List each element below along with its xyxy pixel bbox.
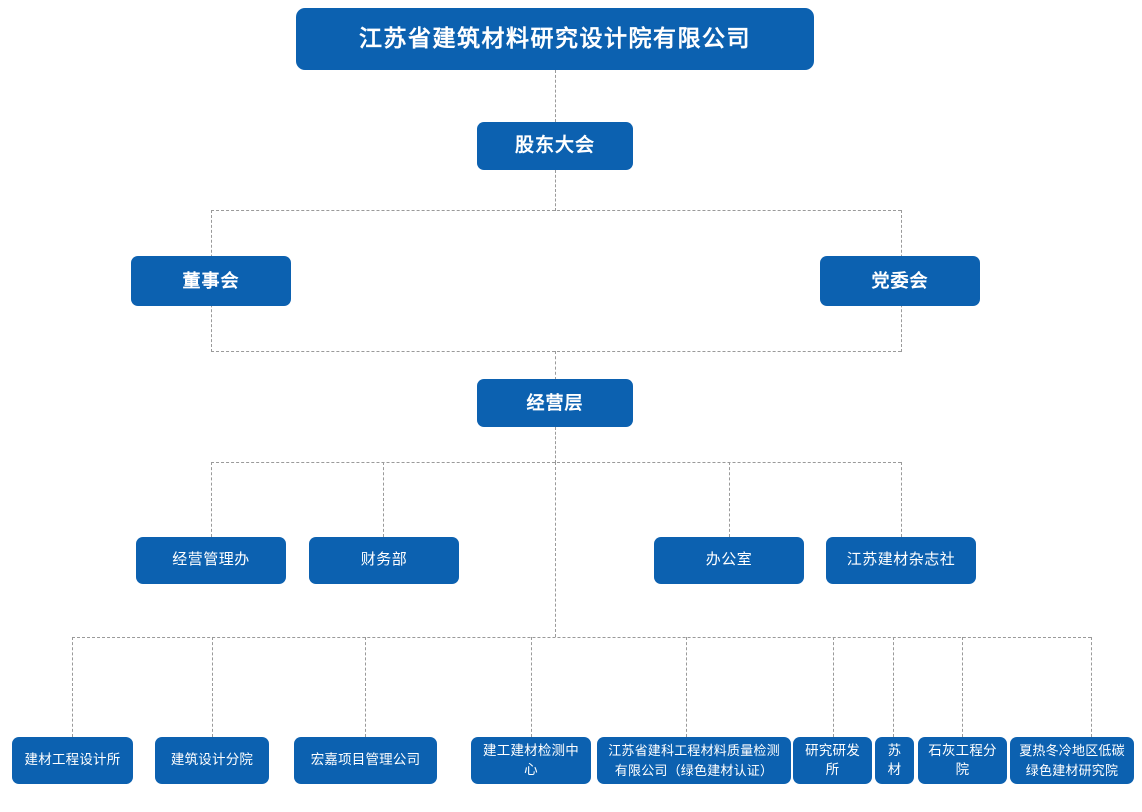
node-board-of-directors[interactable]: 董事会 xyxy=(131,256,291,306)
connector-department-1 xyxy=(211,462,212,537)
connector-trunk-to-subsidiaries xyxy=(555,462,556,637)
connector-level3-top-bar xyxy=(211,210,901,211)
connector-subsidiary-3 xyxy=(365,637,366,737)
node-department-general-office[interactable]: 办公室 xyxy=(654,537,804,584)
connector-subsidiary-6 xyxy=(833,637,834,737)
connector-department-4 xyxy=(901,462,902,537)
connector-departments-bar xyxy=(211,462,901,463)
node-subsidiary-architectural-design-branch[interactable]: 建筑设计分院 xyxy=(155,737,269,784)
connector-management-down xyxy=(555,427,556,463)
node-subsidiary-construction-material-testing-center[interactable]: 建工建材检测中心 xyxy=(471,737,591,784)
connector-root-to-shareholders xyxy=(555,70,556,122)
connector-subsidiary-7 xyxy=(893,637,894,737)
connector-subsidiary-8 xyxy=(962,637,963,737)
node-subsidiary-lime-engineering-branch[interactable]: 石灰工程分院 xyxy=(918,737,1007,784)
node-subsidiary-building-material-engineering-design[interactable]: 建材工程设计所 xyxy=(12,737,133,784)
node-subsidiary-hongjia-project-management[interactable]: 宏嘉项目管理公司 xyxy=(294,737,437,784)
connector-subsidiaries-bar xyxy=(72,637,1091,638)
connector-subsidiary-2 xyxy=(212,637,213,737)
node-shareholders-meeting[interactable]: 股东大会 xyxy=(477,122,633,170)
node-management-layer[interactable]: 经营层 xyxy=(477,379,633,427)
node-subsidiary-jianke-material-quality-testing[interactable]: 江苏省建科工程材料质量检测有限公司（绿色建材认证） xyxy=(597,737,791,784)
connector-subsidiary-1 xyxy=(72,637,73,737)
connector-subsidiary-4 xyxy=(531,637,532,737)
connector-department-3 xyxy=(729,462,730,537)
node-company-root[interactable]: 江苏省建筑材料研究设计院有限公司 xyxy=(296,8,814,70)
node-subsidiary-low-carbon-green-building-material-institute[interactable]: 夏热冬冷地区低碳绿色建材研究院 xyxy=(1010,737,1134,784)
connector-to-management xyxy=(555,351,556,380)
node-subsidiary-sucai[interactable]: 苏材 xyxy=(875,737,914,784)
connector-department-2 xyxy=(383,462,384,537)
connector-level3-bottom-bar xyxy=(211,351,901,352)
node-department-jiangsu-building-materials-magazine[interactable]: 江苏建材杂志社 xyxy=(826,537,976,584)
node-subsidiary-research-and-development-institute[interactable]: 研究研发所 xyxy=(793,737,872,784)
node-department-operations-office[interactable]: 经营管理办 xyxy=(136,537,286,584)
connector-subsidiary-9 xyxy=(1091,637,1092,737)
node-party-committee[interactable]: 党委会 xyxy=(820,256,980,306)
connector-shareholders-down xyxy=(555,170,556,211)
node-department-finance[interactable]: 财务部 xyxy=(309,537,459,584)
connector-subsidiary-5 xyxy=(686,637,687,737)
